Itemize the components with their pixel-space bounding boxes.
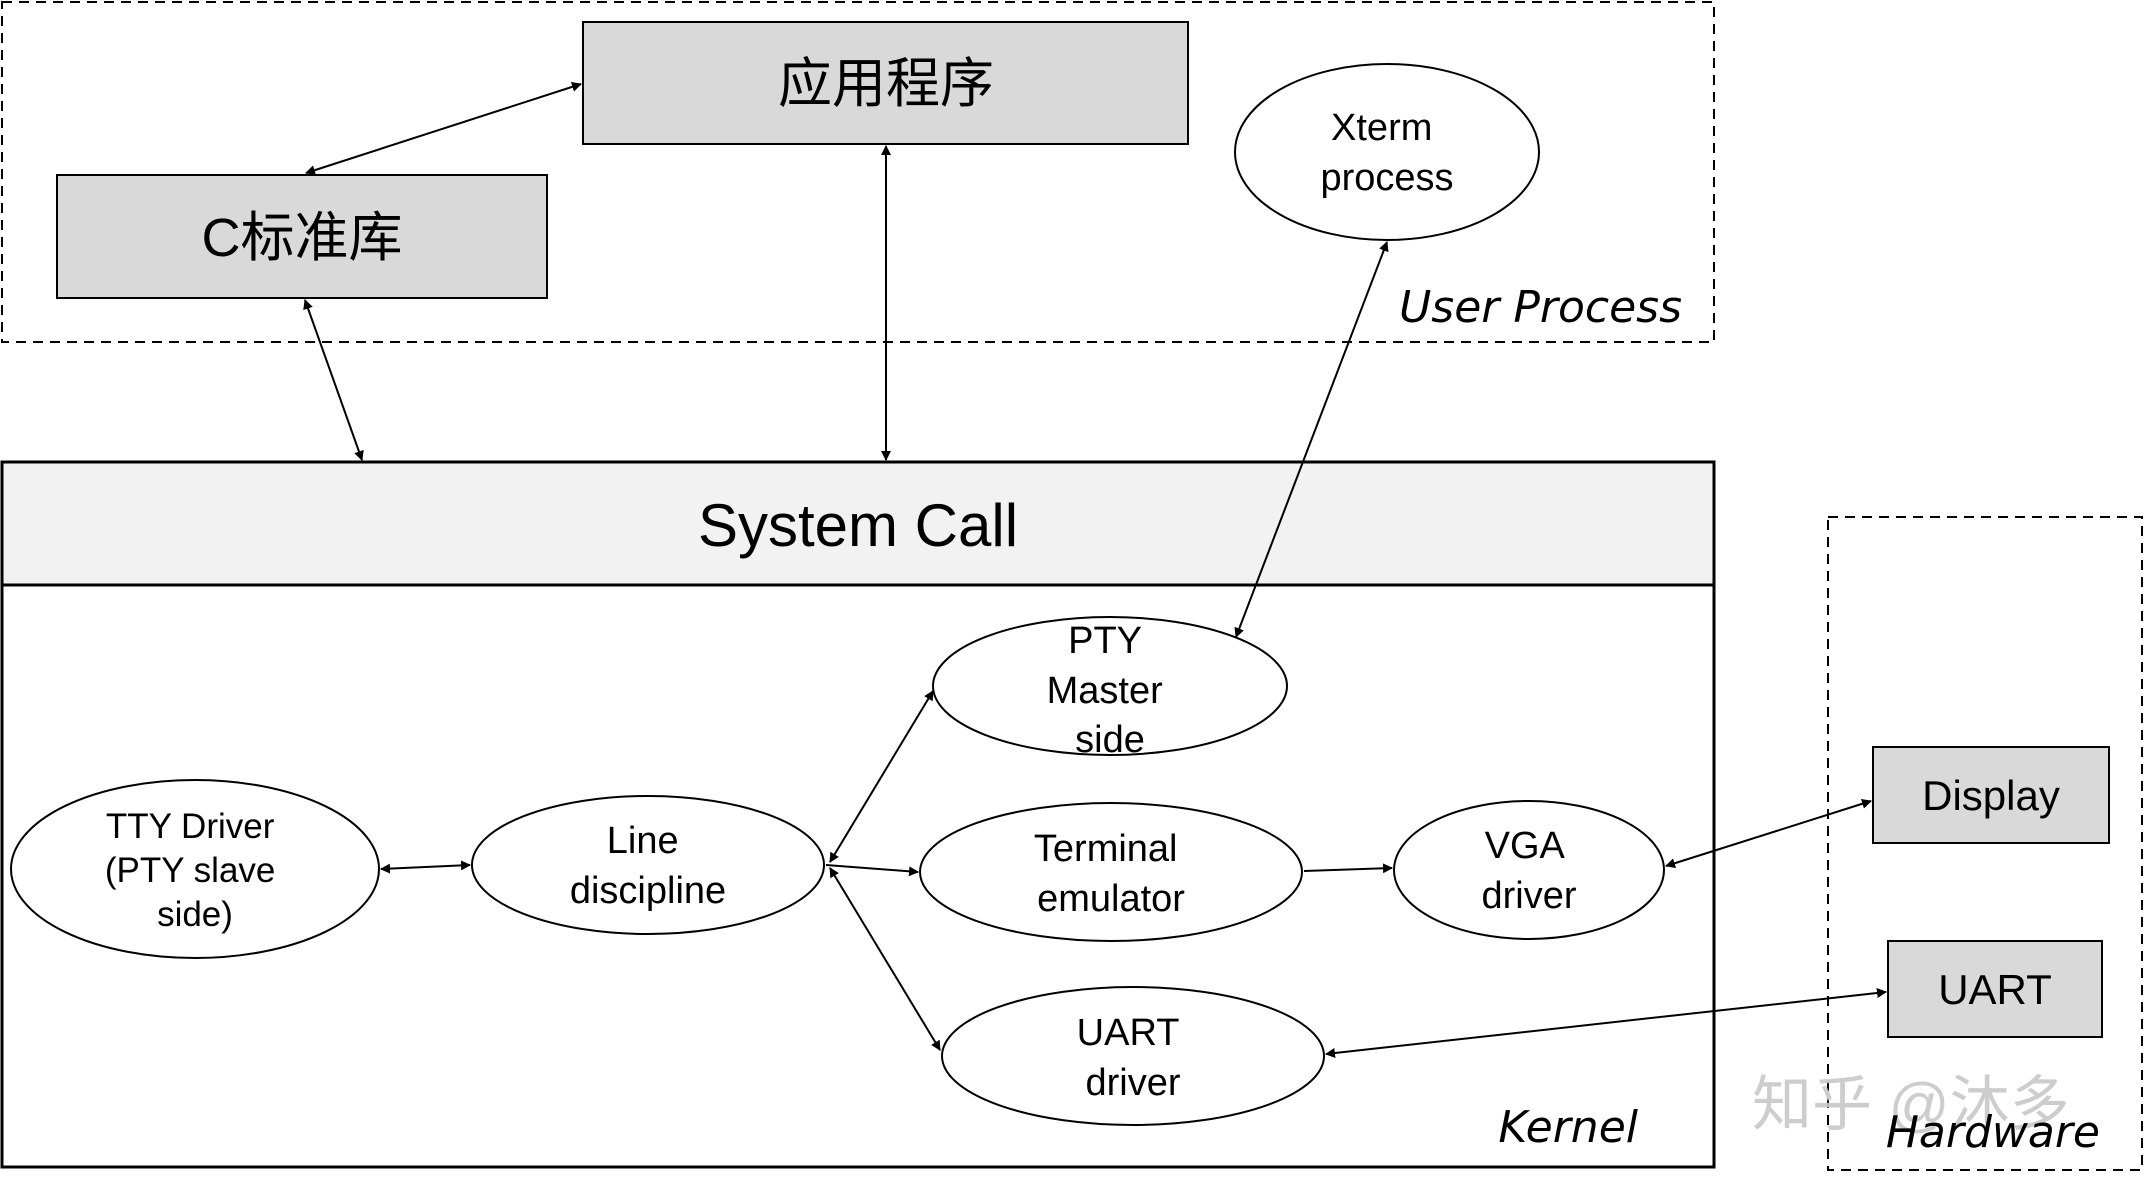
tty-driver-node <box>10 779 380 959</box>
arrow-clib-app <box>305 82 582 175</box>
uart-box <box>1887 940 2103 1038</box>
terminal-emulator-label: Terminal emulator <box>1034 828 1188 920</box>
user-process-label: User Process <box>1399 282 1682 333</box>
display-label: Display <box>1922 772 2060 819</box>
system-call-band <box>0 460 1716 587</box>
user-process-region <box>1 1 1715 343</box>
pty-master-label: PTY Master side <box>1047 620 1174 761</box>
arrow-uartdriver-uart <box>1325 988 1887 1058</box>
display-box <box>1872 746 2110 844</box>
xterm-node <box>1234 63 1540 241</box>
arrow-xterm-ptymaster <box>1234 241 1389 638</box>
arrow-clib-syscall <box>303 299 364 461</box>
pty-master-node <box>932 616 1288 756</box>
uart-label: UART <box>1938 966 2052 1013</box>
hardware-label: Hardware <box>1886 1107 2100 1158</box>
terminal-emulator-node <box>919 802 1303 942</box>
arrow-terminal-vga <box>1303 863 1393 874</box>
clib-box <box>56 174 548 299</box>
app-label: 应用程序 <box>778 54 994 114</box>
vga-driver-label: VGA driver <box>1481 825 1576 917</box>
system-call-label: System Call <box>698 492 1018 559</box>
uart-driver-label: UART driver <box>1077 1012 1190 1104</box>
arrow-line-uart <box>829 867 941 1051</box>
line-discipline-node <box>471 795 825 935</box>
watermark-text: 知乎 @沐多 <box>1752 1071 2070 1138</box>
line-discipline-label: Line discipline <box>570 820 726 912</box>
arrow-line-ptymaster <box>829 690 934 863</box>
vga-driver-node <box>1393 800 1665 940</box>
kernel-label: Kernel <box>1498 1102 1638 1153</box>
app-box <box>582 21 1189 145</box>
uart-driver-node <box>941 986 1325 1126</box>
tty-driver-label: TTY Driver (PTY slave side) <box>105 807 285 934</box>
clib-label: C标准库 <box>202 208 403 268</box>
arrow-tty-line <box>380 860 471 874</box>
arrow-vga-display <box>1665 798 1872 869</box>
xterm-label: Xterm process <box>1320 107 1453 199</box>
